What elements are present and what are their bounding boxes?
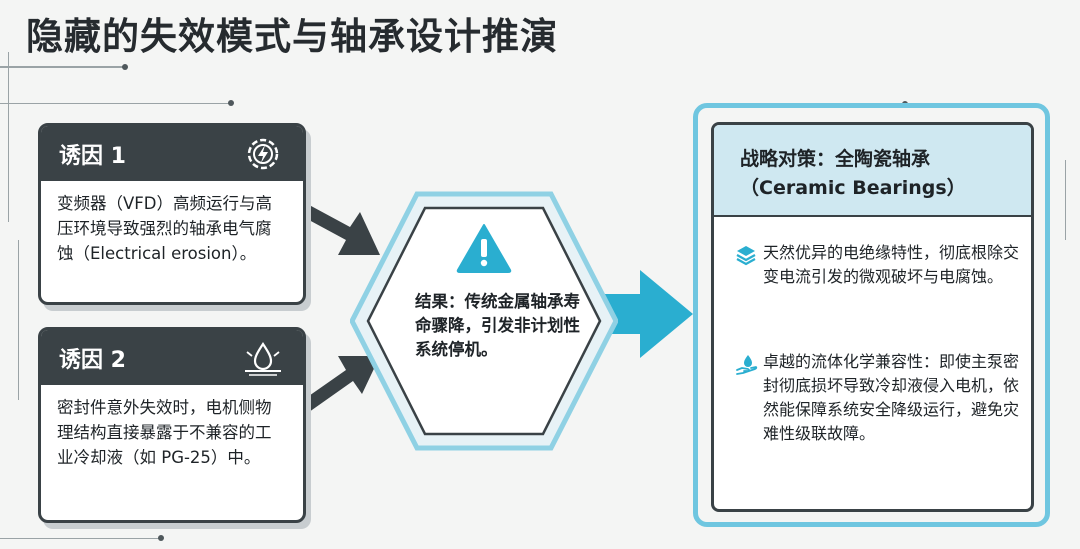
cause-title: 诱因 2 — [59, 347, 126, 373]
decor-line — [8, 52, 9, 222]
strategy-point-text: 卓越的流体化学兼容性：即使主泵密封彻底损坏导致冷却液侵入电机，依然能保障系统安全… — [763, 352, 1020, 443]
strategy-point-2: 卓越的流体化学兼容性：即使主泵密封彻底损坏导致冷却液侵入电机，依然能保障系统安全… — [735, 350, 1025, 446]
page-title: 隐藏的失效模式与轴承设计推演 — [26, 15, 558, 58]
arrow-cause2-to-result — [296, 356, 380, 417]
lightning-gear-icon — [241, 134, 285, 174]
hand-droplet-icon — [735, 353, 763, 381]
decor-line — [0, 103, 230, 104]
cause-card-1: 诱因 1 变频器（VFD）高频运行与高压环境导致强烈的轴承电气腐蚀（Electr… — [38, 123, 306, 305]
decor-line — [1065, 160, 1066, 240]
decor-line — [0, 66, 126, 68]
liquid-droplet-icon — [241, 338, 285, 378]
arrow-result-to-strategy — [603, 270, 693, 358]
cause-title: 诱因 1 — [59, 143, 126, 169]
layers-icon — [735, 244, 763, 270]
result-text: 结果：传统金属轴承寿命骤降，引发非计划性系统停机。 — [415, 292, 580, 359]
cause-card-2: 诱因 2 密封件意外失效时，电机侧物理结构直接暴露于不兼容的工业冷却液（如 PG… — [38, 327, 306, 523]
strategy-card: 战略对策：全陶瓷轴承 （Ceramic Bearings） 天然优异的电绝缘特性… — [711, 122, 1034, 512]
arrow-cause1-to-result — [296, 200, 380, 255]
cause-header: 诱因 1 — [41, 126, 303, 181]
warning-icon — [456, 222, 512, 278]
cause-header: 诱因 2 — [41, 330, 303, 385]
strategy-subtitle: （Ceramic Bearings） — [740, 177, 966, 199]
strategy-frame — [693, 103, 1050, 527]
decor-line — [0, 538, 160, 539]
decor-dot — [228, 100, 234, 106]
result-hexagon — [349, 190, 619, 452]
decor-line — [18, 240, 19, 400]
strategy-header: 战略对策：全陶瓷轴承 （Ceramic Bearings） — [714, 125, 1031, 217]
strategy-point-text: 天然优异的电绝缘特性，彻底根除交变电流引发的微观破坏与电腐蚀。 — [763, 243, 1020, 286]
strategy-point-1: 天然优异的电绝缘特性，彻底根除交变电流引发的微观破坏与电腐蚀。 — [735, 241, 1025, 289]
cause-text: 变频器（VFD）高频运行与高压环境导致强烈的轴承电气腐蚀（Electrical … — [57, 194, 272, 263]
decor-dot — [122, 64, 128, 70]
cause-text: 密封件意外失效时，电机侧物理结构直接暴露于不兼容的工业冷却液（如 PG-25）中… — [57, 398, 272, 467]
decor-dot — [158, 535, 164, 541]
strategy-title: 战略对策：全陶瓷轴承 — [740, 148, 931, 170]
